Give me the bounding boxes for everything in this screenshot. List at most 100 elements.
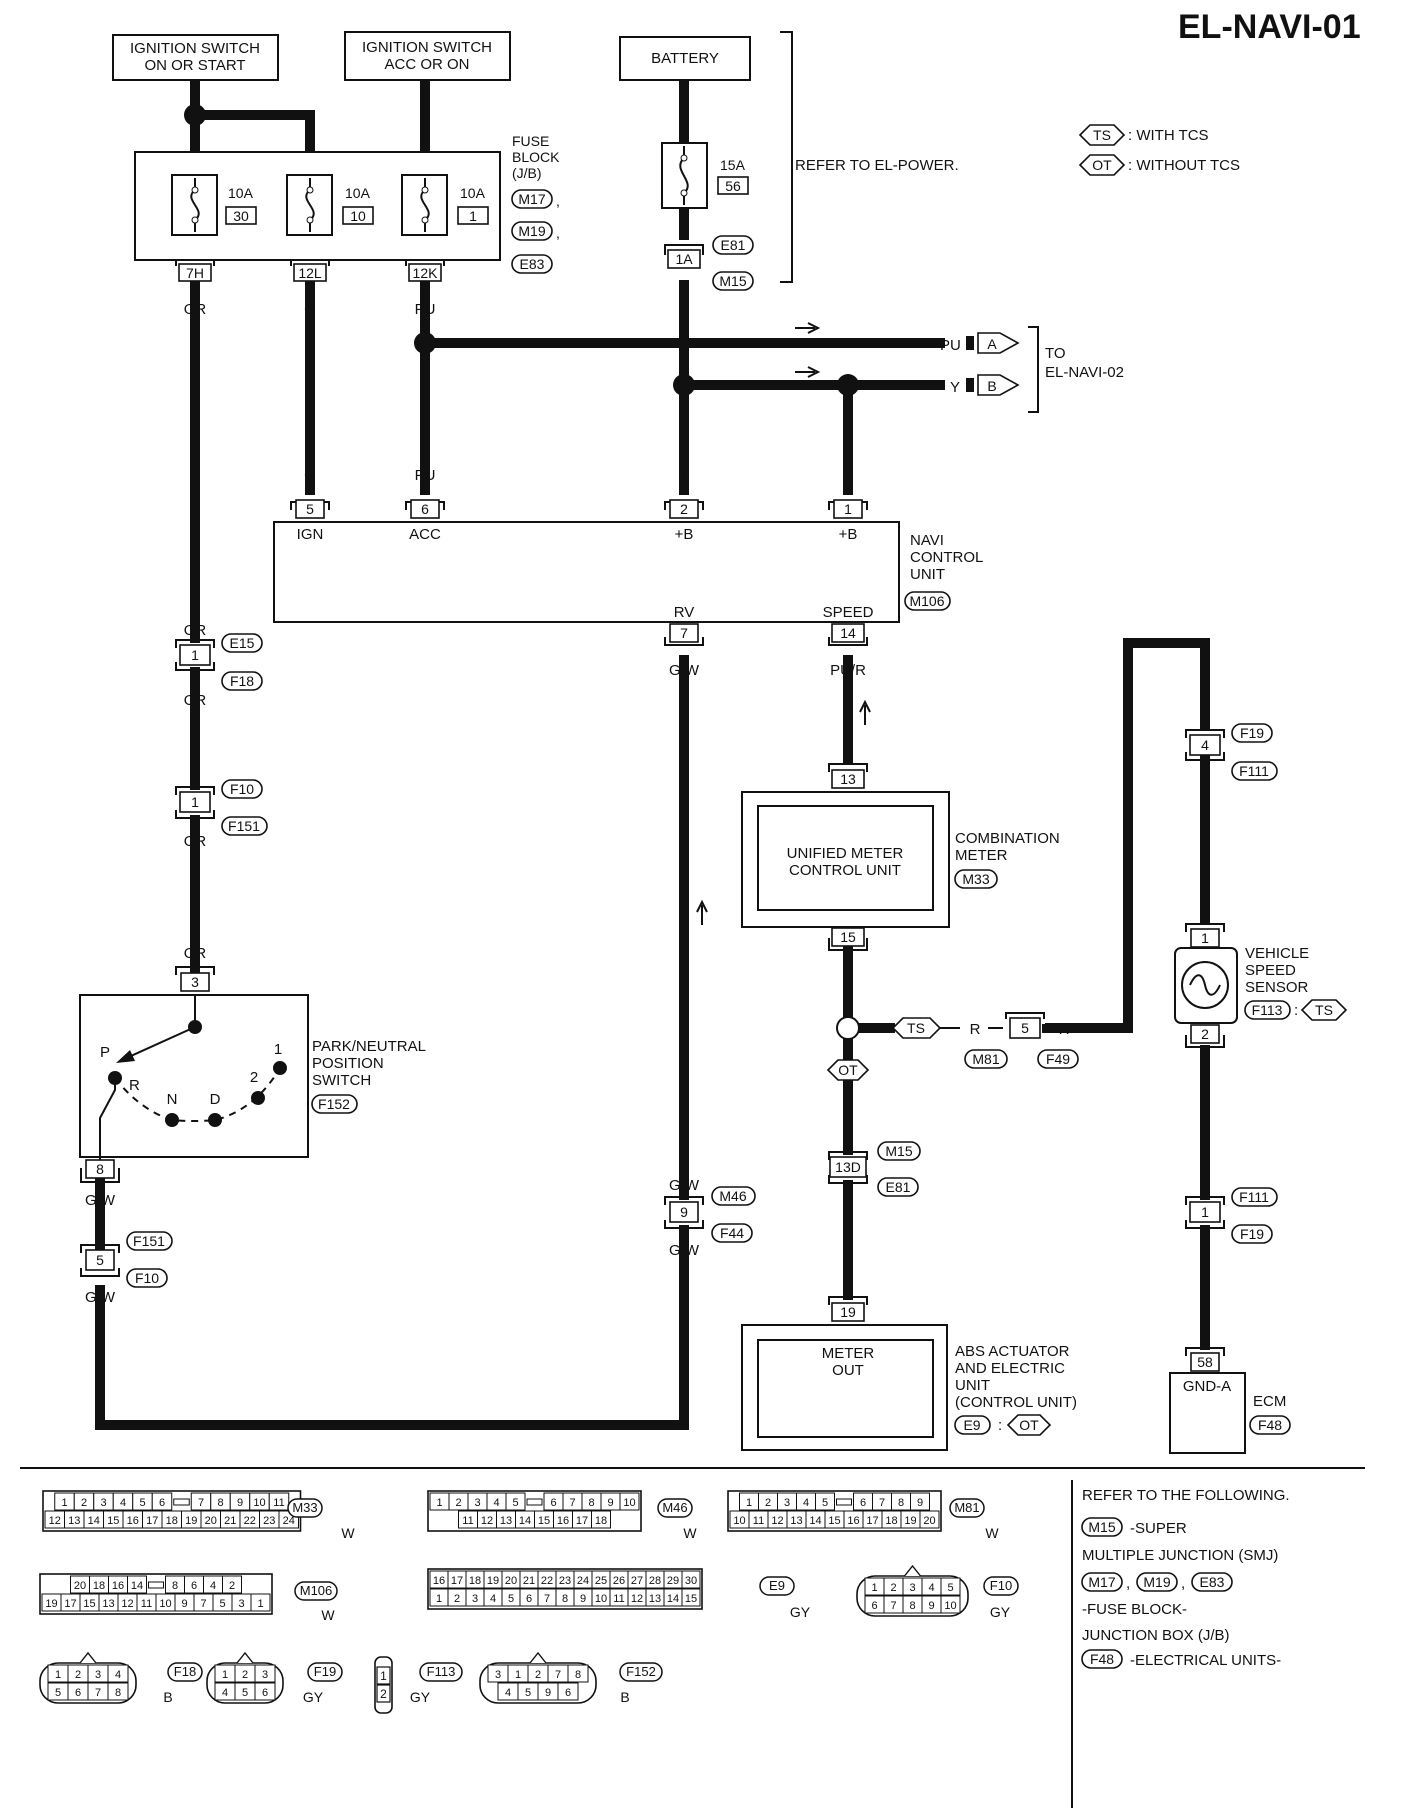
svg-text:-ELECTRICAL UNITS-: -ELECTRICAL UNITS- <box>1130 1652 1281 1669</box>
svg-text:19: 19 <box>185 1515 197 1527</box>
svg-text:22: 22 <box>244 1515 256 1527</box>
svg-text:2: 2 <box>535 1669 541 1681</box>
svg-text:7: 7 <box>890 1600 896 1612</box>
svg-text:2: 2 <box>229 1580 235 1592</box>
svg-text:REFER TO THE FOLLOWING.: REFER TO THE FOLLOWING. <box>1082 1487 1290 1504</box>
svg-text:7H: 7H <box>186 265 204 281</box>
svg-text:F113: F113 <box>427 1664 456 1679</box>
svg-text:23: 23 <box>559 1575 571 1587</box>
ot-branch: OT R 13D M15 E81 R <box>826 1059 921 1212</box>
svg-text:8: 8 <box>96 1161 104 1177</box>
svg-text:F19: F19 <box>1240 725 1264 741</box>
svg-text:OT: OT <box>1019 1417 1039 1433</box>
svg-text:M15: M15 <box>1088 1519 1115 1535</box>
svg-text:2: 2 <box>75 1669 81 1681</box>
svg-text:VEHICLE: VEHICLE <box>1245 945 1309 962</box>
svg-text:,: , <box>1181 1575 1185 1592</box>
svg-text:F151: F151 <box>228 818 260 834</box>
navi-pin-acc: PU 6 ACC <box>405 467 445 543</box>
svg-text:1: 1 <box>1201 1204 1209 1220</box>
svg-text:GND-A: GND-A <box>1183 1378 1231 1395</box>
svg-text:Y: Y <box>679 289 689 306</box>
svg-text:B: B <box>1200 1062 1210 1079</box>
svg-text:D: D <box>210 1091 221 1108</box>
svg-text:5: 5 <box>512 1497 518 1509</box>
svg-text:R: R <box>1200 777 1211 794</box>
svg-text:28: 28 <box>649 1575 661 1587</box>
svg-text:Y: Y <box>679 216 689 233</box>
svg-text:11: 11 <box>462 1515 473 1527</box>
svg-text:B: B <box>1200 1175 1210 1192</box>
svg-text:F44: F44 <box>720 1225 744 1241</box>
svg-text:G/W: G/W <box>85 1289 116 1306</box>
battery-fuse: 15A 56 Y 1A E81 M15 Y REFER TO EL-POWER. <box>661 31 959 306</box>
svg-text:M15: M15 <box>719 273 746 289</box>
svg-text:G/W: G/W <box>669 1242 700 1259</box>
svg-text:M81: M81 <box>954 1500 979 1515</box>
svg-text:R: R <box>970 1021 981 1038</box>
svg-text:M46: M46 <box>662 1500 687 1515</box>
connector-f151-f10: 5 F151 F10 G/W <box>80 1231 173 1306</box>
svg-text:56: 56 <box>725 178 741 194</box>
svg-text:1: 1 <box>55 1669 61 1681</box>
svg-text:F10: F10 <box>990 1578 1012 1593</box>
navi-pin-speed: SPEED 14 PU/R <box>823 604 874 679</box>
svg-text:1: 1 <box>436 1593 442 1605</box>
svg-text:BLOCK: BLOCK <box>512 149 560 165</box>
svg-text:W: W <box>341 1525 355 1541</box>
svg-text:13D: 13D <box>835 1159 861 1175</box>
svg-text:OR: OR <box>184 622 207 639</box>
svg-text:SWITCH: SWITCH <box>312 1072 371 1089</box>
svg-text:1: 1 <box>222 1669 228 1681</box>
svg-text:B: B <box>1200 1242 1210 1259</box>
fuse-block: 10A 30 10A 10 10A 1 FUSE BLOCK (J/B) M17 <box>134 133 560 318</box>
svg-text:11: 11 <box>273 1497 284 1509</box>
svg-text:R: R <box>843 1195 854 1212</box>
svg-text:16: 16 <box>433 1575 445 1587</box>
vehicle-speed-sensor-branch: R 4 F19 F111 R R <box>1185 709 1278 909</box>
svg-text:3: 3 <box>784 1497 790 1509</box>
svg-text:25: 25 <box>595 1575 607 1587</box>
svg-text:TS: TS <box>907 1020 925 1036</box>
svg-text:ECM: ECM <box>1253 1393 1286 1410</box>
svg-text:19: 19 <box>840 1304 856 1320</box>
svg-text:M106: M106 <box>300 1583 333 1598</box>
svg-text:5: 5 <box>1021 1020 1029 1036</box>
svg-text:GY: GY <box>410 1689 431 1705</box>
wires <box>95 70 1210 1430</box>
svg-text:F19: F19 <box>314 1664 336 1679</box>
svg-text:9: 9 <box>928 1600 934 1612</box>
svg-text:5: 5 <box>525 1687 531 1699</box>
svg-text:4: 4 <box>120 1497 126 1509</box>
svg-text:TS: TS <box>1315 1002 1333 1018</box>
svg-text:11: 11 <box>613 1593 624 1605</box>
svg-text:8: 8 <box>909 1600 915 1612</box>
svg-text:4: 4 <box>490 1593 496 1605</box>
svg-text:M81: M81 <box>972 1051 999 1067</box>
svg-text:10A: 10A <box>228 185 254 201</box>
connector-e15-f18: OR 1 E15 F18 OR <box>175 622 263 709</box>
svg-text:3: 3 <box>472 1593 478 1605</box>
svg-text:R: R <box>1200 709 1211 726</box>
svg-text:8: 8 <box>172 1580 178 1592</box>
svg-text:7: 7 <box>680 625 688 641</box>
svg-text:3: 3 <box>262 1669 268 1681</box>
svg-text:17: 17 <box>146 1515 158 1527</box>
svg-text:1: 1 <box>469 208 477 224</box>
svg-text:7: 7 <box>198 1497 204 1509</box>
flow-arrows <box>696 322 871 925</box>
svg-text:26: 26 <box>613 1575 625 1587</box>
svg-text:8: 8 <box>575 1669 581 1681</box>
ts-branch: TS R 5 R M81 F49 <box>891 1012 1133 1069</box>
svg-text:8: 8 <box>217 1497 223 1509</box>
svg-text:G/W: G/W <box>669 662 700 679</box>
svg-text:P: P <box>100 1044 110 1061</box>
svg-text:12: 12 <box>481 1515 493 1527</box>
svg-text:F113: F113 <box>1252 1002 1283 1018</box>
svg-text:7: 7 <box>555 1669 561 1681</box>
svg-text:R: R <box>1059 1021 1070 1038</box>
svg-text:20: 20 <box>923 1515 935 1527</box>
svg-text:SENSOR: SENSOR <box>1245 979 1309 996</box>
